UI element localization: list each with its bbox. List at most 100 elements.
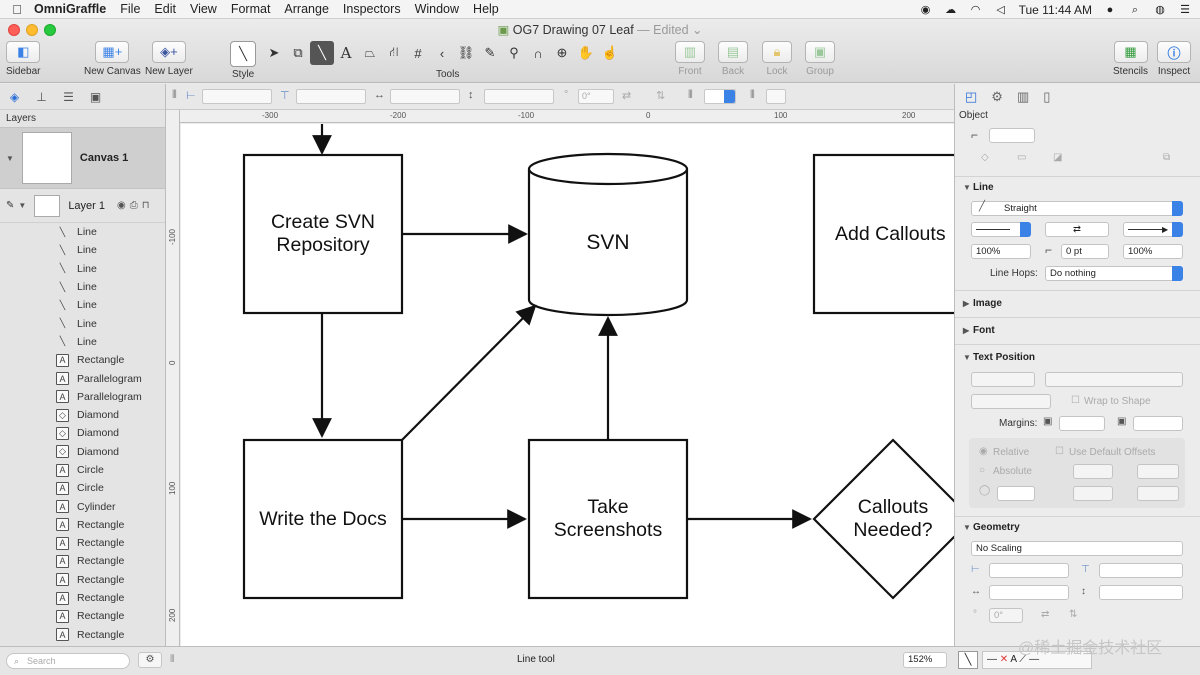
hand-tool-icon[interactable]: ✋: [577, 45, 595, 60]
image-section-header[interactable]: ▶Image: [963, 298, 1002, 309]
pen-tool-icon[interactable]: ⏢: [364, 45, 376, 60]
shadow-style-icon[interactable]: ▭: [1017, 152, 1027, 163]
fill-style-icon[interactable]: ◇: [981, 152, 989, 163]
take-screenshots-label[interactable]: Take Screenshots: [553, 496, 663, 541]
notes-tab-icon[interactable]: ▣: [89, 89, 102, 104]
zoom-popup[interactable]: 152%: [903, 652, 947, 668]
geometry-width-field[interactable]: [989, 585, 1069, 600]
disclosure-triangle-icon[interactable]: ▼: [18, 201, 27, 210]
group-button[interactable]: ▣ Group: [805, 41, 835, 77]
offset-x-field[interactable]: [1073, 464, 1113, 479]
layer-row[interactable]: ✎ ▼ Layer 1 ◉ ⎙ ⊓: [0, 189, 165, 223]
offset-width-field[interactable]: [1073, 486, 1113, 501]
stencils-button[interactable]: ▦ Stencils: [1113, 41, 1148, 77]
menu-edit[interactable]: Edit: [154, 2, 176, 16]
object-inspector-tab-icon[interactable]: ◰: [965, 89, 978, 104]
wrap-to-shape-checkbox[interactable]: ☐: [1071, 395, 1080, 406]
geometry-flip-horizontal-icon[interactable]: ⇄: [1041, 609, 1050, 620]
layers-tab-icon[interactable]: ◈: [9, 89, 20, 104]
visibility-eye-icon[interactable]: ◉: [117, 200, 126, 211]
sidebar-button[interactable]: ◧ Sidebar: [6, 41, 40, 77]
text-style-icon[interactable]: ◪: [1053, 152, 1063, 163]
horizontal-margin-field[interactable]: [1059, 416, 1105, 431]
width-field[interactable]: [390, 89, 460, 104]
layers-search-field[interactable]: ⌕ Search: [6, 653, 130, 669]
spotlight-search-icon[interactable]: ⌕: [1131, 3, 1139, 16]
vertical-margin-field[interactable]: [1133, 416, 1183, 431]
flip-vertical-icon[interactable]: ⇅: [656, 90, 666, 102]
layer-item[interactable]: ╲Line: [0, 223, 165, 241]
outline-tab-icon[interactable]: ☰: [63, 89, 74, 104]
layer-item[interactable]: ◇Diamond: [0, 443, 165, 461]
height-field[interactable]: [484, 89, 554, 104]
text-tool-icon[interactable]: A: [340, 44, 352, 62]
x-position-field[interactable]: [202, 89, 272, 104]
new-layer-button[interactable]: ◈+ New Layer: [145, 41, 193, 77]
corner-radius-field[interactable]: 0 pt: [1061, 244, 1109, 259]
connection-tool-icon[interactable]: ⛓: [457, 45, 475, 60]
wifi-icon[interactable]: ◠: [970, 3, 981, 16]
vertical-align-buttons[interactable]: [971, 372, 1035, 387]
layer-item[interactable]: ◇Diamond: [0, 406, 165, 424]
browse-tool-icon[interactable]: ☝: [601, 45, 619, 60]
callouts-needed-label[interactable]: Callouts Needed?: [853, 496, 933, 541]
layer-item[interactable]: ╲Line: [0, 314, 165, 332]
y-position-field[interactable]: [296, 89, 366, 104]
record-icon[interactable]: ◉: [920, 3, 931, 16]
menu-inspectors[interactable]: Inspectors: [342, 2, 401, 16]
line-style-popup[interactable]: [704, 89, 736, 104]
absolute-radio[interactable]: ○: [979, 465, 986, 476]
copy-style-icon[interactable]: ⧉: [1163, 152, 1171, 163]
line-type-popup[interactable]: Straight: [971, 201, 1183, 216]
end-arrow-popup[interactable]: ▶: [1123, 222, 1183, 237]
grid-tool-icon[interactable]: #: [414, 45, 422, 61]
pencil-icon[interactable]: ✎: [6, 200, 15, 211]
layer-item[interactable]: ╲Line: [0, 241, 165, 259]
shrink-tool-icon[interactable]: ‹: [439, 45, 445, 61]
scaling-popup[interactable]: No Scaling: [971, 541, 1183, 556]
geometry-height-field[interactable]: [1099, 585, 1183, 600]
horizontal-align-buttons[interactable]: [1045, 372, 1183, 387]
layer-item[interactable]: ╲Line: [0, 260, 165, 278]
diagram-tool-icon[interactable]: ⛙: [389, 44, 399, 59]
menu-app-name[interactable]: OmniGraffle: [34, 2, 107, 16]
offset-y-field[interactable]: [1137, 464, 1179, 479]
rotation-field[interactable]: 0°: [578, 89, 614, 104]
relative-radio[interactable]: ◉: [979, 446, 988, 457]
canvas-row[interactable]: ▼ Canvas 1: [0, 127, 165, 189]
end-scale-field[interactable]: 100%: [1123, 244, 1183, 259]
menu-window[interactable]: Window: [414, 2, 460, 16]
geometry-rotation-field[interactable]: 0°: [989, 608, 1023, 623]
shape-tool-icon[interactable]: ⧉: [293, 45, 303, 60]
volume-icon[interactable]: ◁: [996, 3, 1005, 16]
line-hops-popup[interactable]: Do nothing: [1045, 266, 1183, 281]
style-line-swatch[interactable]: ╲: [958, 651, 978, 669]
drawing-canvas[interactable]: Create SVN Repository SVN Add Callouts W…: [181, 124, 954, 646]
line-tool-icon[interactable]: ╲: [310, 41, 334, 65]
use-default-offsets-checkbox[interactable]: ☐: [1055, 446, 1064, 457]
send-to-back-button[interactable]: ▤ Back: [718, 41, 748, 77]
geometry-y-field[interactable]: [1099, 563, 1183, 578]
zoom-window-button[interactable]: [44, 24, 56, 36]
menu-arrange[interactable]: Arrange: [284, 2, 329, 16]
line-section-header[interactable]: ▼Line: [963, 182, 994, 193]
disclosure-triangle-icon[interactable]: ▼: [6, 153, 14, 163]
cloud-sync-icon[interactable]: ☁: [945, 3, 957, 16]
magnet-tool-icon[interactable]: ⚲: [509, 45, 519, 60]
canvas-inspector-tab-icon[interactable]: ▥: [1016, 89, 1030, 104]
font-section-header[interactable]: ▶Font: [963, 325, 995, 336]
start-arrow-popup[interactable]: [971, 222, 1031, 237]
zoom-tool-icon[interactable]: ⊕: [556, 45, 568, 60]
text-placement-buttons[interactable]: [971, 394, 1051, 409]
close-window-button[interactable]: [8, 24, 20, 36]
svn-label[interactable]: SVN: [586, 230, 630, 254]
current-style-preview[interactable]: — ✕ A ⟋ —: [982, 651, 1092, 669]
selection-tool-icon[interactable]: ➤: [268, 45, 280, 60]
menu-view[interactable]: View: [189, 2, 217, 16]
